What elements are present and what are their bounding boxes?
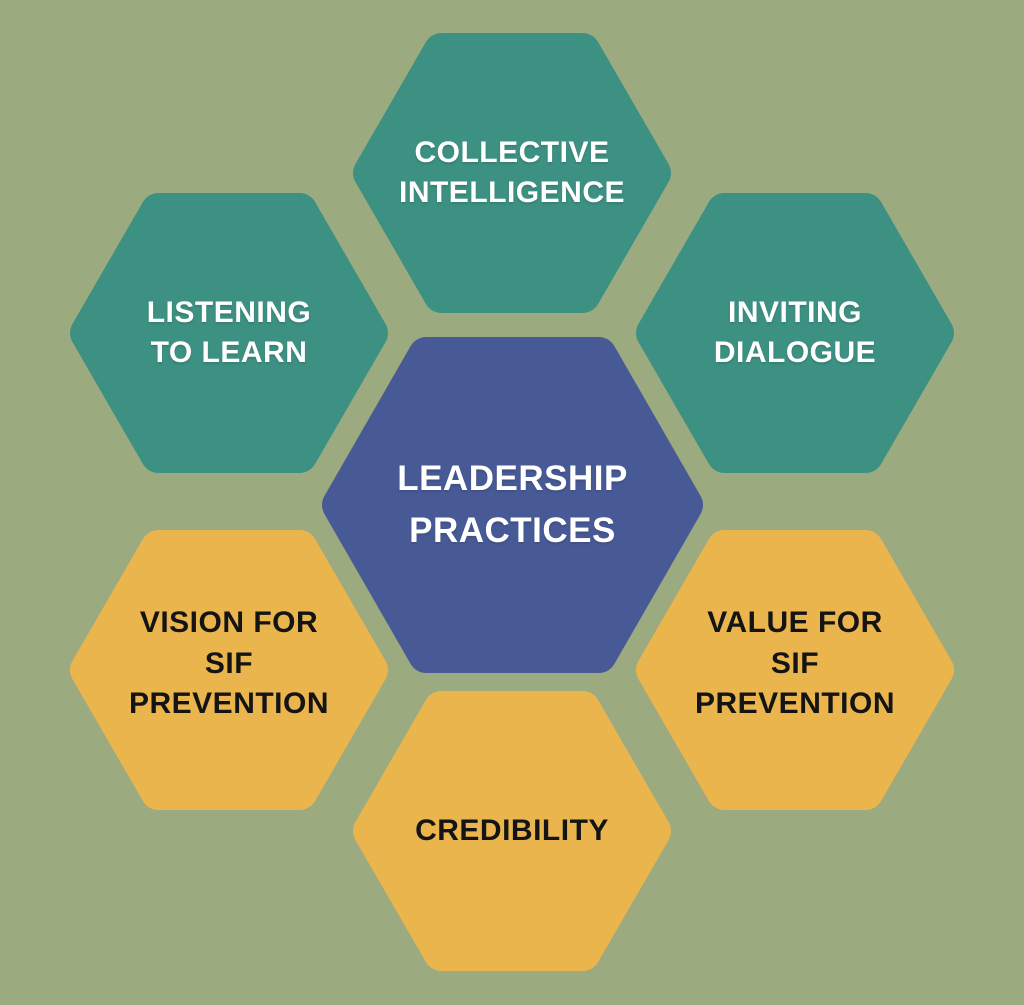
hexagon-fill — [70, 530, 388, 810]
hexagon-shape — [636, 530, 954, 810]
hexagon-fill — [70, 193, 388, 473]
hexagon-shape — [70, 193, 388, 473]
hexagon-fill — [353, 33, 671, 313]
hexagon-vision-for-sif-prevention: VISION FOR SIF PREVENTION — [70, 530, 388, 810]
hexagon-fill — [353, 691, 671, 971]
hexagon-shape — [353, 691, 671, 971]
hexagon-fill — [322, 337, 703, 673]
hexagon-shape — [70, 530, 388, 810]
hexagon-inviting-dialogue: INVITING DIALOGUE — [636, 193, 954, 473]
hexagon-shape — [322, 337, 703, 673]
hexagon-collective-intelligence: COLLECTIVE INTELLIGENCE — [353, 33, 671, 313]
hexagon-fill — [636, 530, 954, 810]
hexagon-credibility: CREDIBILITY — [353, 691, 671, 971]
hexagon-shape — [636, 193, 954, 473]
hexagon-fill — [636, 193, 954, 473]
hexagon-value-for-sif-prevention: VALUE FOR SIF PREVENTION — [636, 530, 954, 810]
hexagon-listening-to-learn: LISTENING TO LEARN — [70, 193, 388, 473]
hexagon-shape — [353, 33, 671, 313]
